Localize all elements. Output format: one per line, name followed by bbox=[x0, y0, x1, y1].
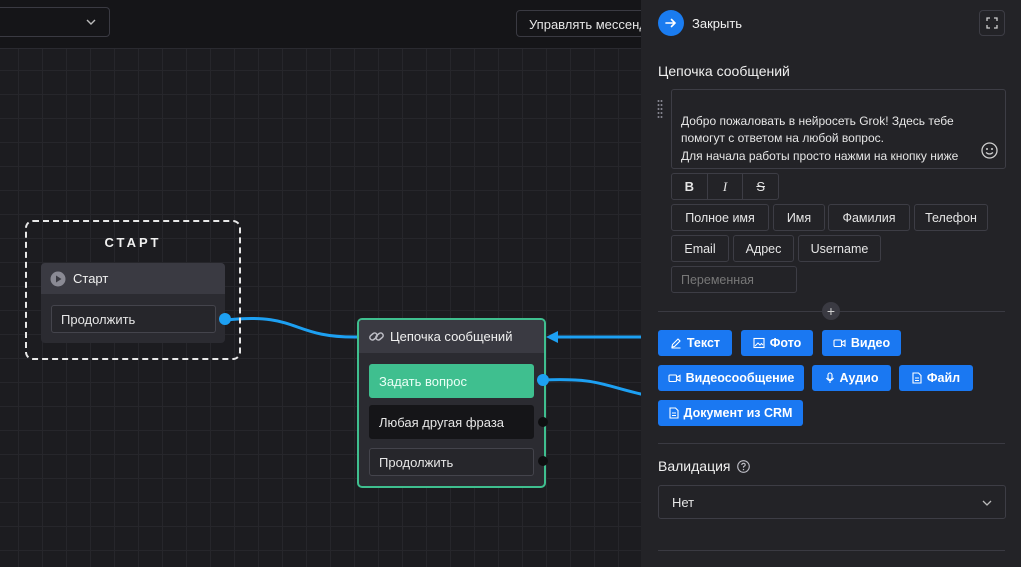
add-file-label: Файл bbox=[926, 371, 961, 385]
ask-question-output-port[interactable] bbox=[537, 374, 549, 386]
chevron-down-icon bbox=[982, 500, 992, 506]
validation-value: Нет bbox=[672, 495, 695, 510]
add-audio-label: Аудио bbox=[839, 371, 879, 385]
add-video-message-button[interactable]: Видеосообщение bbox=[658, 365, 804, 391]
close-label[interactable]: Закрыть bbox=[692, 16, 743, 31]
variable-input[interactable] bbox=[671, 266, 797, 293]
var-chip-username[interactable]: Username bbox=[798, 235, 881, 262]
video-camera-icon bbox=[833, 339, 846, 348]
divider bbox=[658, 443, 1005, 444]
text-format-toolbar: B I S bbox=[671, 173, 779, 200]
var-chip-email[interactable]: Email bbox=[671, 235, 729, 262]
message-textarea[interactable]: Добро пожаловать в нейросеть Grok! Здесь… bbox=[671, 89, 1006, 169]
help-icon[interactable] bbox=[736, 459, 750, 473]
properties-panel: Закрыть Цепочка сообщений Добро пожалова… bbox=[641, 0, 1021, 567]
add-text-button[interactable]: Текст bbox=[658, 330, 732, 356]
italic-button[interactable]: I bbox=[708, 174, 744, 199]
validation-select[interactable]: Нет bbox=[658, 485, 1006, 519]
message-text: Добро пожаловать в нейросеть Grok! Здесь… bbox=[681, 113, 959, 163]
start-node-title: Старт bbox=[73, 271, 109, 286]
add-audio-button[interactable]: Аудио bbox=[812, 365, 891, 391]
start-node-header: Старт bbox=[41, 263, 225, 294]
microphone-icon bbox=[825, 372, 834, 383]
add-video-label: Видео bbox=[850, 336, 891, 350]
manage-messengers-button[interactable]: Управлять мессенд bbox=[516, 10, 641, 37]
add-photo-label: Фото bbox=[769, 336, 802, 350]
var-chip-phone[interactable]: Телефон bbox=[914, 204, 988, 231]
ask-question-button[interactable]: Задать вопрос bbox=[369, 364, 534, 398]
add-file-button[interactable]: Файл bbox=[899, 365, 973, 391]
divider bbox=[658, 550, 1005, 551]
start-node[interactable]: Старт Продолжить bbox=[41, 263, 225, 343]
section-title: Цепочка сообщений bbox=[658, 63, 790, 79]
chain-continue-output-port[interactable] bbox=[538, 456, 548, 466]
var-chip-last-name[interactable]: Фамилия bbox=[828, 204, 910, 231]
add-crm-document-label: Документ из CRM bbox=[683, 406, 793, 420]
image-icon bbox=[753, 337, 765, 349]
add-photo-button[interactable]: Фото bbox=[741, 330, 813, 356]
any-phrase-button[interactable]: Любая другая фраза bbox=[369, 405, 534, 439]
message-chain-node[interactable]: Цепочка сообщений Задать вопрос Любая др… bbox=[357, 318, 546, 488]
start-continue-button[interactable]: Продолжить bbox=[51, 305, 216, 333]
drag-handle-icon[interactable] bbox=[657, 99, 663, 121]
validation-label-text: Валидация bbox=[658, 458, 731, 474]
any-phrase-output-port[interactable] bbox=[538, 417, 548, 427]
add-crm-document-button[interactable]: Документ из CRM bbox=[658, 400, 803, 426]
var-chip-first-name[interactable]: Имя bbox=[773, 204, 825, 231]
pencil-icon bbox=[671, 338, 681, 349]
link-icon bbox=[369, 332, 384, 341]
flow-canvas[interactable]: Управлять мессенд СТАРТ Старт Продолжить… bbox=[0, 0, 641, 567]
chain-node-header: Цепочка сообщений bbox=[359, 320, 544, 353]
add-block-button[interactable]: + bbox=[822, 302, 840, 320]
close-panel-button[interactable] bbox=[658, 10, 684, 36]
top-toolbar: Управлять мессенд bbox=[0, 0, 641, 49]
video-camera-icon bbox=[668, 374, 681, 383]
fullscreen-button[interactable] bbox=[979, 10, 1005, 36]
validation-label: Валидация bbox=[658, 458, 750, 474]
chain-node-title: Цепочка сообщений bbox=[390, 329, 513, 344]
start-frame: СТАРТ bbox=[25, 220, 241, 360]
expand-icon bbox=[986, 17, 998, 29]
arrow-right-icon bbox=[665, 18, 677, 28]
var-chip-full-name[interactable]: Полное имя bbox=[671, 204, 769, 231]
add-video-button[interactable]: Видео bbox=[822, 330, 901, 356]
add-video-message-label: Видеосообщение bbox=[685, 371, 795, 385]
file-icon bbox=[912, 372, 922, 384]
bot-select-dropdown[interactable] bbox=[0, 7, 110, 37]
add-text-label: Текст bbox=[686, 336, 721, 350]
strikethrough-button[interactable]: S bbox=[756, 179, 766, 194]
chain-continue-button[interactable]: Продолжить bbox=[369, 448, 534, 476]
start-output-port[interactable] bbox=[219, 313, 231, 325]
chevron-down-icon bbox=[86, 19, 96, 25]
play-icon bbox=[50, 271, 66, 286]
start-frame-title: СТАРТ bbox=[104, 235, 162, 250]
document-icon bbox=[668, 407, 679, 419]
bold-button[interactable]: B bbox=[672, 174, 708, 199]
emoji-icon[interactable] bbox=[981, 142, 998, 159]
var-chip-address[interactable]: Адрес bbox=[733, 235, 794, 262]
